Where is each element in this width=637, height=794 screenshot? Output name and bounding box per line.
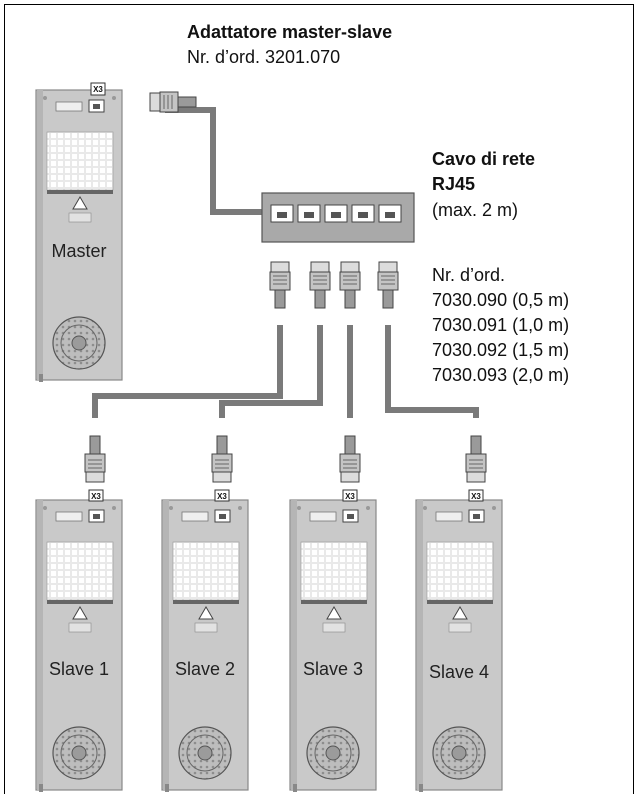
slave-plugs xyxy=(84,435,487,483)
cable-slave-2 xyxy=(219,325,323,418)
cable-order-item: 7030.092 (1,5 m) xyxy=(432,340,570,360)
cable-order-item: 7030.091 (1,0 m) xyxy=(432,315,570,335)
cable-max-length: (max. 2 m) xyxy=(432,200,519,220)
cable-title-line1: Cavo di rete xyxy=(432,149,536,169)
master-x3-label: X3 xyxy=(93,85,103,94)
diagram-frame xyxy=(4,4,634,794)
adapter-order-number: Nr. d’ord. 3201.070 xyxy=(187,47,341,67)
network-cables xyxy=(92,107,479,418)
cable-order-item: 7030.090 (0,5 m) xyxy=(432,290,570,310)
cable-slave-1 xyxy=(92,325,283,418)
adapter-title: Adattatore master-slave xyxy=(187,22,393,42)
slave-x3-label-boxes xyxy=(88,489,484,502)
cable-order-label: Nr. d’ord. xyxy=(432,265,506,285)
slave-2-label: Slave 2 xyxy=(175,659,235,679)
adapter-plugs xyxy=(269,261,399,309)
slave-1-x3-label: X3 xyxy=(91,492,101,501)
master-unit xyxy=(35,89,123,383)
slave-3-x3-label: X3 xyxy=(345,492,355,501)
slave-1-label: Slave 1 xyxy=(49,659,109,679)
slave-unit-1 xyxy=(35,499,123,793)
slave-4-label: Slave 4 xyxy=(429,662,489,682)
master-slave-adapter xyxy=(261,192,415,243)
slave-unit-3 xyxy=(289,499,377,793)
cable-order-item: 7030.093 (2,0 m) xyxy=(432,365,570,385)
slave-2-x3-label: X3 xyxy=(217,492,227,501)
slave-unit-4 xyxy=(415,499,503,793)
master-cable xyxy=(165,107,265,215)
cable-slave-4 xyxy=(385,325,479,418)
slave-3-label: Slave 3 xyxy=(303,659,363,679)
slave-4-x3-label: X3 xyxy=(471,492,481,501)
master-label: Master xyxy=(51,241,106,261)
cable-title-line2: RJ45 xyxy=(432,174,476,194)
master-x3-port-label-box xyxy=(90,82,106,96)
slave-unit-2 xyxy=(161,499,249,793)
